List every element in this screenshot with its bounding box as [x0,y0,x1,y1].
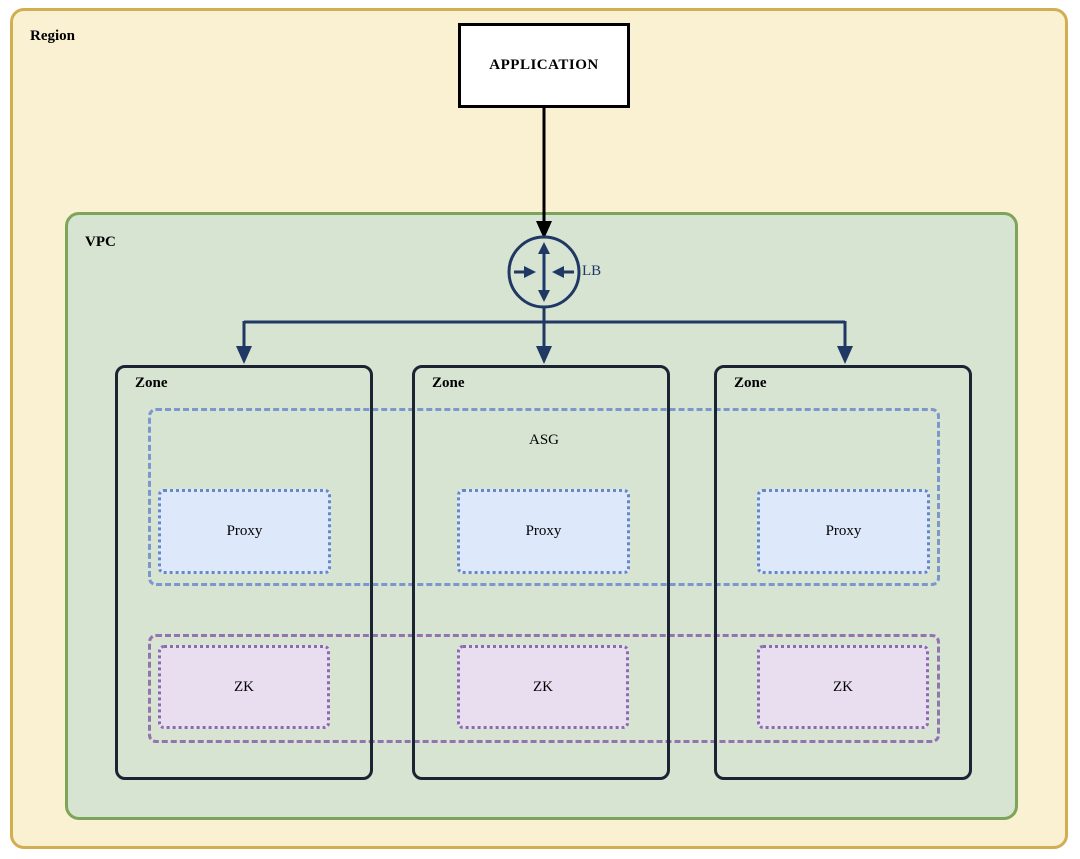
zone-label: Zone [432,375,465,391]
proxy-label: Proxy [226,523,263,539]
asg-label: ASG [528,432,559,448]
proxy-node-3: Proxy [757,489,930,574]
application-label: APPLICATION [489,57,599,73]
zone-label: Zone [734,375,767,391]
zk-label: ZK [234,678,254,695]
proxy-label: Proxy [825,523,862,539]
asg-group [148,408,940,586]
zk-label: ZK [533,678,553,695]
proxy-node-2: Proxy [457,489,630,574]
zk-group [148,634,940,743]
vpc-label: VPC [85,234,116,250]
zone-container-3: Zone [714,365,972,780]
proxy-label: Proxy [525,523,562,539]
zk-node-1: ZK [158,645,330,729]
zk-node-2: ZK [457,645,629,729]
zk-node-3: ZK [757,645,929,729]
zone-container-1: Zone [115,365,373,780]
application-node: APPLICATION [458,23,630,108]
proxy-node-1: Proxy [158,489,331,574]
zk-label: ZK [833,678,853,695]
region-label: Region [30,28,75,44]
zone-container-2: Zone [412,365,670,780]
lb-label: LB [582,263,602,279]
zone-label: Zone [135,375,168,391]
